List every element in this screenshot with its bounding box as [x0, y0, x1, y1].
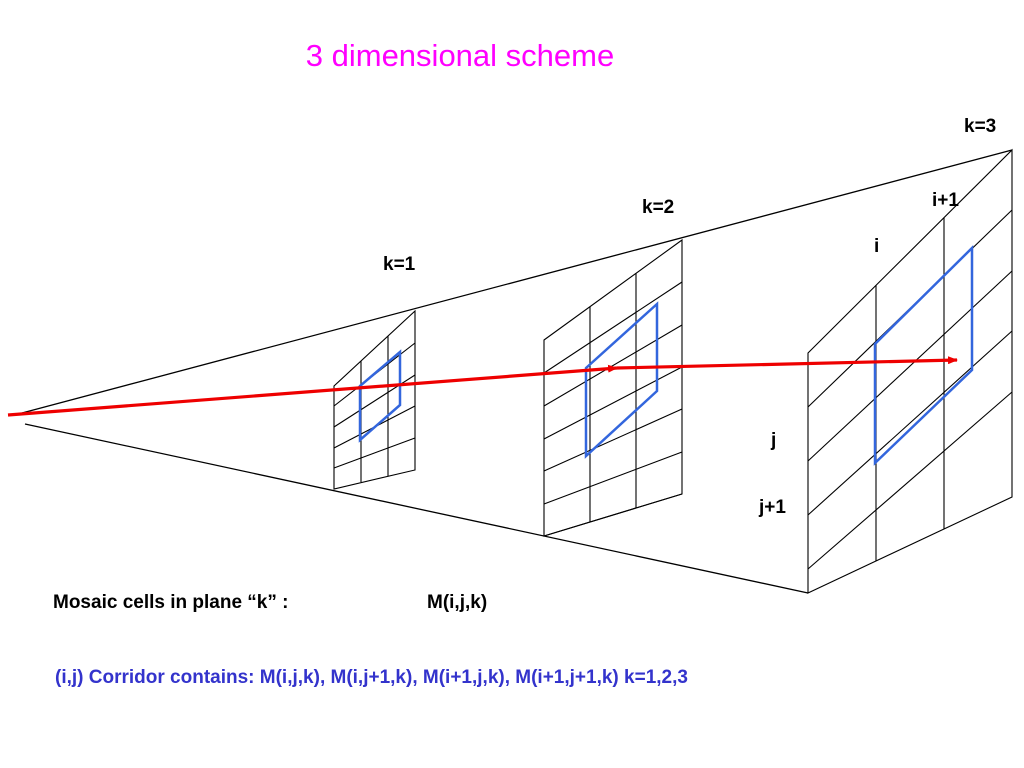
plane-k2 [543, 238, 683, 537]
mosaic-caption-formula: M(i,j,k) [427, 592, 488, 613]
plane-k3 [807, 148, 1013, 594]
trajectory-arrow-1 [7, 364, 618, 417]
plane-label-k2: k=2 [642, 197, 674, 218]
corridor-cell-k2 [584, 301, 659, 459]
index-label-i: i [874, 236, 879, 257]
trajectory-arrow-2 [616, 356, 958, 370]
perspective-bottom-line [24, 423, 809, 594]
plane-label-k1: k=1 [383, 254, 416, 275]
plane-label-k3: k=3 [964, 116, 996, 137]
slide-title: 3 dimensional scheme [305, 38, 615, 73]
index-label-j-plus-1: j+1 [758, 497, 786, 518]
perspective-top-line [21, 149, 1013, 414]
index-label-i-plus-1: i+1 [932, 190, 959, 211]
plane-k1 [333, 309, 416, 490]
index-label-j: j [770, 430, 776, 451]
corridor-cell-k1 [358, 349, 402, 443]
corridor-description: (i,j) Corridor contains: M(i,j,k), M(i,j… [55, 667, 688, 688]
corridor-cell-k3 [873, 245, 974, 466]
mosaic-caption-label: Mosaic cells in plane “k” : [53, 592, 289, 613]
